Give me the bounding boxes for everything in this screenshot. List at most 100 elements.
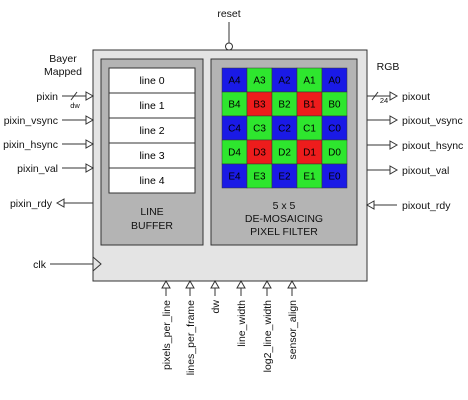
param-label: lines_per_frame xyxy=(185,300,197,375)
input-bus-width: dw xyxy=(70,101,80,110)
param-label: dw xyxy=(210,300,222,314)
bayer-cell-label: D0 xyxy=(328,148,341,159)
filter-title-2: DE-MOSAICING xyxy=(245,213,323,225)
line-buffer-row-label: line 4 xyxy=(139,175,164,187)
filter-title-3: PIXEL FILTER xyxy=(250,226,318,238)
bayer-cell xyxy=(321,163,348,189)
output-header: RGB xyxy=(377,61,400,73)
output-signals: 24 pixout pixout_vsync pixout_hsync pixo… xyxy=(365,91,463,212)
bus-slash xyxy=(70,91,78,101)
param-arrow xyxy=(210,279,220,289)
bayer-cell xyxy=(246,91,273,117)
bayer-cell xyxy=(321,91,348,117)
input-arrow xyxy=(85,163,95,173)
bayer-cell xyxy=(271,139,298,165)
input-label: pixin xyxy=(36,91,58,103)
input-header-line-1: Bayer xyxy=(49,53,77,65)
bayer-cell xyxy=(246,67,273,93)
bayer-cell-label: E0 xyxy=(328,172,341,183)
line-buffer-row-label: line 3 xyxy=(139,150,164,162)
reset-bubble xyxy=(225,42,233,51)
bayer-cell-label: D3 xyxy=(253,148,266,159)
line-buffer-title-2: BUFFER xyxy=(131,220,173,232)
bayer-cell-label: E4 xyxy=(228,172,241,183)
param-arrow xyxy=(262,279,272,289)
bayer-cell xyxy=(271,67,298,93)
input-arrow xyxy=(85,91,95,101)
bayer-cell-label: C2 xyxy=(278,124,291,135)
output-arrow xyxy=(389,165,399,175)
line-buffer-row xyxy=(108,142,196,169)
filter-title-1: 5 x 5 xyxy=(273,200,296,212)
bayer-cell-label: B4 xyxy=(228,100,241,111)
output-bus-width: 24 xyxy=(380,96,388,105)
bayer-cell xyxy=(271,163,298,189)
line-buffer-row-label: line 0 xyxy=(139,75,164,87)
param-label: pixels_per_line xyxy=(161,300,173,370)
bayer-cell-label: D2 xyxy=(278,148,291,159)
input-signals: pixin dw pixin_vsync pixin_hsync pixin_v… xyxy=(3,91,95,210)
bayer-cell xyxy=(321,139,348,165)
param-label: log2_line_width xyxy=(262,300,274,373)
param-arrow xyxy=(236,279,246,289)
param-label: line_width xyxy=(236,300,248,347)
param-arrow xyxy=(161,279,171,289)
input-label: pixin_val xyxy=(17,163,58,175)
bayer-cell-label: A0 xyxy=(328,76,341,87)
line-buffer-row xyxy=(108,92,196,119)
output-arrow xyxy=(365,200,375,210)
bayer-cell-label: C3 xyxy=(253,124,266,135)
param-arrow xyxy=(185,279,195,289)
bayer-cell-label: A2 xyxy=(278,76,291,87)
bayer-cell xyxy=(221,91,248,117)
bayer-cell-label: B3 xyxy=(253,100,266,111)
input-label: pixin_hsync xyxy=(3,139,58,151)
line-buffer-title-1: LINE xyxy=(140,206,163,218)
bayer-cell-label: C0 xyxy=(328,124,341,135)
bayer-cell xyxy=(221,139,248,165)
line-buffer-row-label: line 1 xyxy=(139,100,164,112)
bayer-cell xyxy=(246,163,273,189)
parameters: pixels_per_line lines_per_frame dw line_… xyxy=(161,279,299,375)
output-arrow xyxy=(389,91,399,101)
bayer-cell-label: E3 xyxy=(253,172,266,183)
bayer-cell-label: B1 xyxy=(303,100,316,111)
bayer-cell-label: A1 xyxy=(303,76,316,87)
bayer-cell-label: D1 xyxy=(303,148,316,159)
bayer-cell-label: B0 xyxy=(328,100,341,111)
line-buffer-row-label: line 2 xyxy=(139,125,164,137)
bayer-cell-label: C1 xyxy=(303,124,316,135)
bayer-cell-label: D4 xyxy=(228,148,241,159)
output-label: pixout_rdy xyxy=(402,200,451,212)
input-header-line-2: Mapped xyxy=(44,66,82,78)
reset-label: reset xyxy=(217,8,240,20)
bayer-cell-label: E1 xyxy=(303,172,316,183)
line-buffer-rows: line 0 line 1 line 2 line 3 line 4 xyxy=(108,67,196,194)
output-label: pixout_val xyxy=(402,165,449,177)
line-buffer-row xyxy=(108,117,196,144)
output-arrow xyxy=(389,115,399,125)
input-arrow xyxy=(55,198,65,208)
bayer-cell-label: B2 xyxy=(278,100,291,111)
input-label: pixin_vsync xyxy=(4,115,58,127)
bayer-cell xyxy=(321,67,348,93)
output-label: pixout_vsync xyxy=(402,115,463,127)
bayer-cell xyxy=(221,163,248,189)
bayer-cell-label: A3 xyxy=(253,76,266,87)
bayer-cell xyxy=(221,115,248,141)
clk-label: clk xyxy=(33,259,47,271)
bayer-cell xyxy=(296,163,323,189)
bayer-cell-label: C4 xyxy=(228,124,241,135)
param-label: sensor_align xyxy=(287,300,299,360)
bayer-cell-label: A4 xyxy=(228,76,241,87)
param-arrow xyxy=(287,279,297,289)
output-label: pixout xyxy=(402,91,430,103)
bayer-cell-label: E2 xyxy=(278,172,291,183)
output-arrow xyxy=(389,140,399,150)
input-label: pixin_rdy xyxy=(10,198,53,210)
bayer-cell xyxy=(296,139,323,165)
input-arrow xyxy=(85,139,95,149)
bus-slash xyxy=(371,91,379,101)
